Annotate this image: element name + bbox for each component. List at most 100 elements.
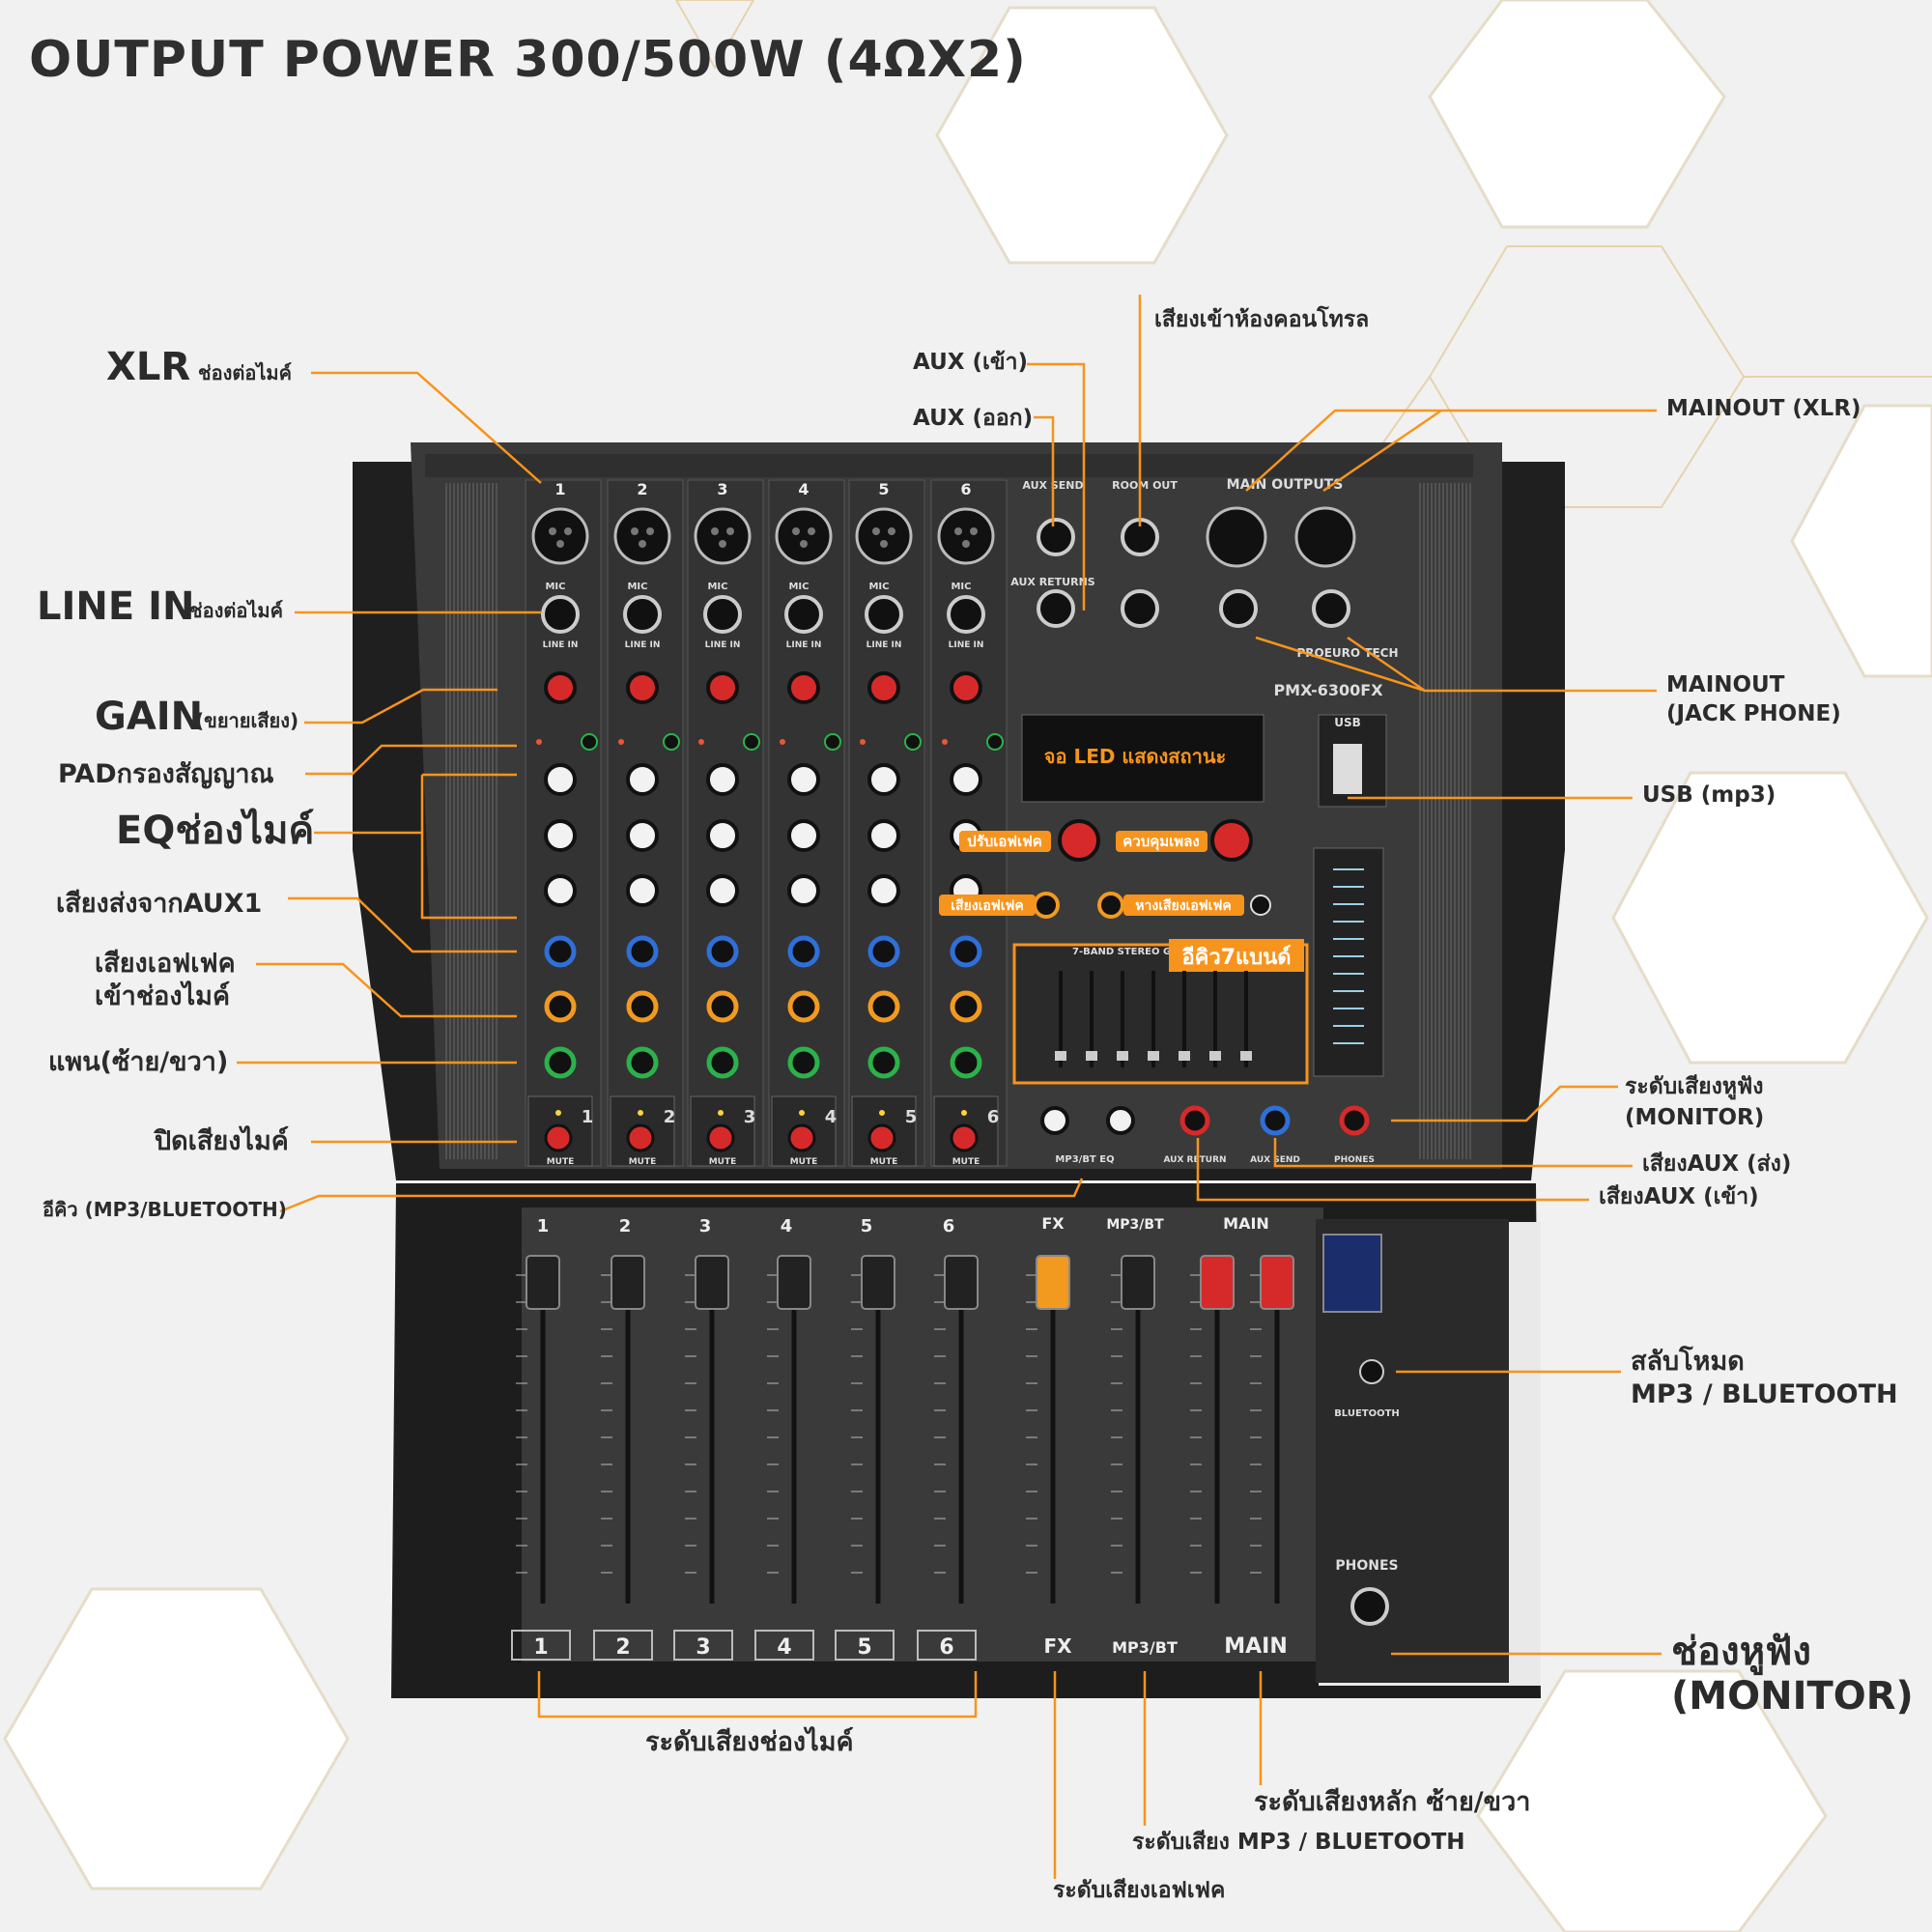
- mp3-eq-high-knob[interactable]: [1040, 1106, 1069, 1135]
- geq-slider-band-4[interactable]: [1148, 1051, 1159, 1061]
- usb-program-knob[interactable]: [1210, 819, 1253, 862]
- pan-knob-5[interactable]: [867, 1046, 900, 1079]
- geq-slider-band-1[interactable]: [1055, 1051, 1066, 1061]
- xlr-jack-2[interactable]: [613, 507, 671, 565]
- fader-main-l[interactable]: [1200, 1255, 1235, 1310]
- mute-button-2[interactable]: [626, 1123, 655, 1152]
- stop-rec-button[interactable]: [1250, 895, 1271, 916]
- eq-low-knob-1[interactable]: [544, 874, 577, 907]
- mute-button-1[interactable]: [544, 1123, 573, 1152]
- fader-mp3bt[interactable]: [1121, 1255, 1155, 1310]
- xlr-jack-5[interactable]: [855, 507, 913, 565]
- fx-knob-1[interactable]: [544, 990, 577, 1023]
- geq-slider-band-6[interactable]: [1209, 1051, 1221, 1061]
- aux1-knob-5[interactable]: [867, 935, 900, 968]
- line-jack-6[interactable]: [947, 595, 985, 634]
- eq-mid-knob-1[interactable]: [544, 819, 577, 852]
- line-jack-3[interactable]: [703, 595, 742, 634]
- fader-fx[interactable]: [1036, 1255, 1070, 1310]
- aux1-knob-6[interactable]: [950, 935, 982, 968]
- main-xlr-out-l[interactable]: [1206, 506, 1267, 568]
- pad-button-4[interactable]: [824, 733, 841, 751]
- eq-low-knob-4[interactable]: [787, 874, 820, 907]
- mute-button-5[interactable]: [867, 1123, 896, 1152]
- eq-high-knob-6[interactable]: [950, 763, 982, 796]
- aux1-knob-1[interactable]: [544, 935, 577, 968]
- phones-jack[interactable]: [1350, 1587, 1389, 1626]
- fader-2[interactable]: [611, 1255, 645, 1310]
- gain-knob-3[interactable]: [706, 671, 739, 704]
- main-jack-out-l[interactable]: [1219, 589, 1258, 628]
- pad-button-3[interactable]: [743, 733, 760, 751]
- aux-return-jack[interactable]: [1037, 589, 1075, 628]
- aux1-knob-2[interactable]: [626, 935, 659, 968]
- usb-port[interactable]: [1333, 744, 1362, 794]
- pad-button-6[interactable]: [986, 733, 1004, 751]
- aux1-knob-3[interactable]: [706, 935, 739, 968]
- geq-slider-band-5[interactable]: [1179, 1051, 1190, 1061]
- xlr-jack-6[interactable]: [937, 507, 995, 565]
- gain-knob-4[interactable]: [787, 671, 820, 704]
- gain-knob-6[interactable]: [950, 671, 982, 704]
- eq-low-knob-3[interactable]: [706, 874, 739, 907]
- bt-mode-button[interactable]: [1359, 1359, 1384, 1384]
- fx-knob-2[interactable]: [626, 990, 659, 1023]
- fx-knob-4[interactable]: [787, 990, 820, 1023]
- mute-button-4[interactable]: [787, 1123, 816, 1152]
- fader-6[interactable]: [944, 1255, 979, 1310]
- room-out-jack-r[interactable]: [1121, 589, 1159, 628]
- eq-high-knob-1[interactable]: [544, 763, 577, 796]
- line-jack-4[interactable]: [784, 595, 823, 634]
- fader-4[interactable]: [777, 1255, 811, 1310]
- aux-return-knob[interactable]: [1179, 1105, 1210, 1136]
- eq-low-knob-5[interactable]: [867, 874, 900, 907]
- gain-knob-5[interactable]: [867, 671, 900, 704]
- fx-volume-knob[interactable]: [1033, 892, 1060, 919]
- pan-knob-1[interactable]: [544, 1046, 577, 1079]
- eq-mid-knob-3[interactable]: [706, 819, 739, 852]
- line-jack-5[interactable]: [865, 595, 903, 634]
- pan-knob-6[interactable]: [950, 1046, 982, 1079]
- pad-button-2[interactable]: [663, 733, 680, 751]
- eq-high-knob-3[interactable]: [706, 763, 739, 796]
- main-xlr-out-r[interactable]: [1294, 506, 1356, 568]
- eq-high-knob-4[interactable]: [787, 763, 820, 796]
- fader-1[interactable]: [526, 1255, 560, 1310]
- fader-3[interactable]: [695, 1255, 729, 1310]
- main-jack-out-r[interactable]: [1312, 589, 1350, 628]
- mp3-eq-low-knob[interactable]: [1106, 1106, 1135, 1135]
- gain-knob-1[interactable]: [544, 671, 577, 704]
- eq-high-knob-5[interactable]: [867, 763, 900, 796]
- eq-mid-knob-4[interactable]: [787, 819, 820, 852]
- eq-mid-knob-5[interactable]: [867, 819, 900, 852]
- geq-slider-band-7[interactable]: [1240, 1051, 1252, 1061]
- eq-mid-knob-2[interactable]: [626, 819, 659, 852]
- line-jack-2[interactable]: [623, 595, 662, 634]
- xlr-jack-1[interactable]: [531, 507, 589, 565]
- fader-main-r[interactable]: [1260, 1255, 1294, 1310]
- phones-level-knob[interactable]: [1339, 1105, 1370, 1136]
- pan-knob-3[interactable]: [706, 1046, 739, 1079]
- aux-send-jack[interactable]: [1037, 518, 1075, 556]
- pad-button-1[interactable]: [581, 733, 598, 751]
- mute-button-6[interactable]: [950, 1123, 979, 1152]
- fader-5[interactable]: [861, 1255, 895, 1310]
- fx-knob-5[interactable]: [867, 990, 900, 1023]
- fx-program-knob[interactable]: [1058, 819, 1100, 862]
- geq-slider-band-3[interactable]: [1117, 1051, 1128, 1061]
- line-jack-1[interactable]: [541, 595, 580, 634]
- xlr-jack-3[interactable]: [694, 507, 752, 565]
- geq-slider-band-2[interactable]: [1086, 1051, 1097, 1061]
- eq-high-knob-2[interactable]: [626, 763, 659, 796]
- xlr-jack-4[interactable]: [775, 507, 833, 565]
- pan-knob-2[interactable]: [626, 1046, 659, 1079]
- mute-button-3[interactable]: [706, 1123, 735, 1152]
- pad-button-5[interactable]: [904, 733, 922, 751]
- fx-param-knob[interactable]: [1097, 892, 1124, 919]
- aux-send-knob[interactable]: [1260, 1105, 1291, 1136]
- fx-knob-6[interactable]: [950, 990, 982, 1023]
- aux1-knob-4[interactable]: [787, 935, 820, 968]
- gain-knob-2[interactable]: [626, 671, 659, 704]
- pan-knob-4[interactable]: [787, 1046, 820, 1079]
- eq-low-knob-2[interactable]: [626, 874, 659, 907]
